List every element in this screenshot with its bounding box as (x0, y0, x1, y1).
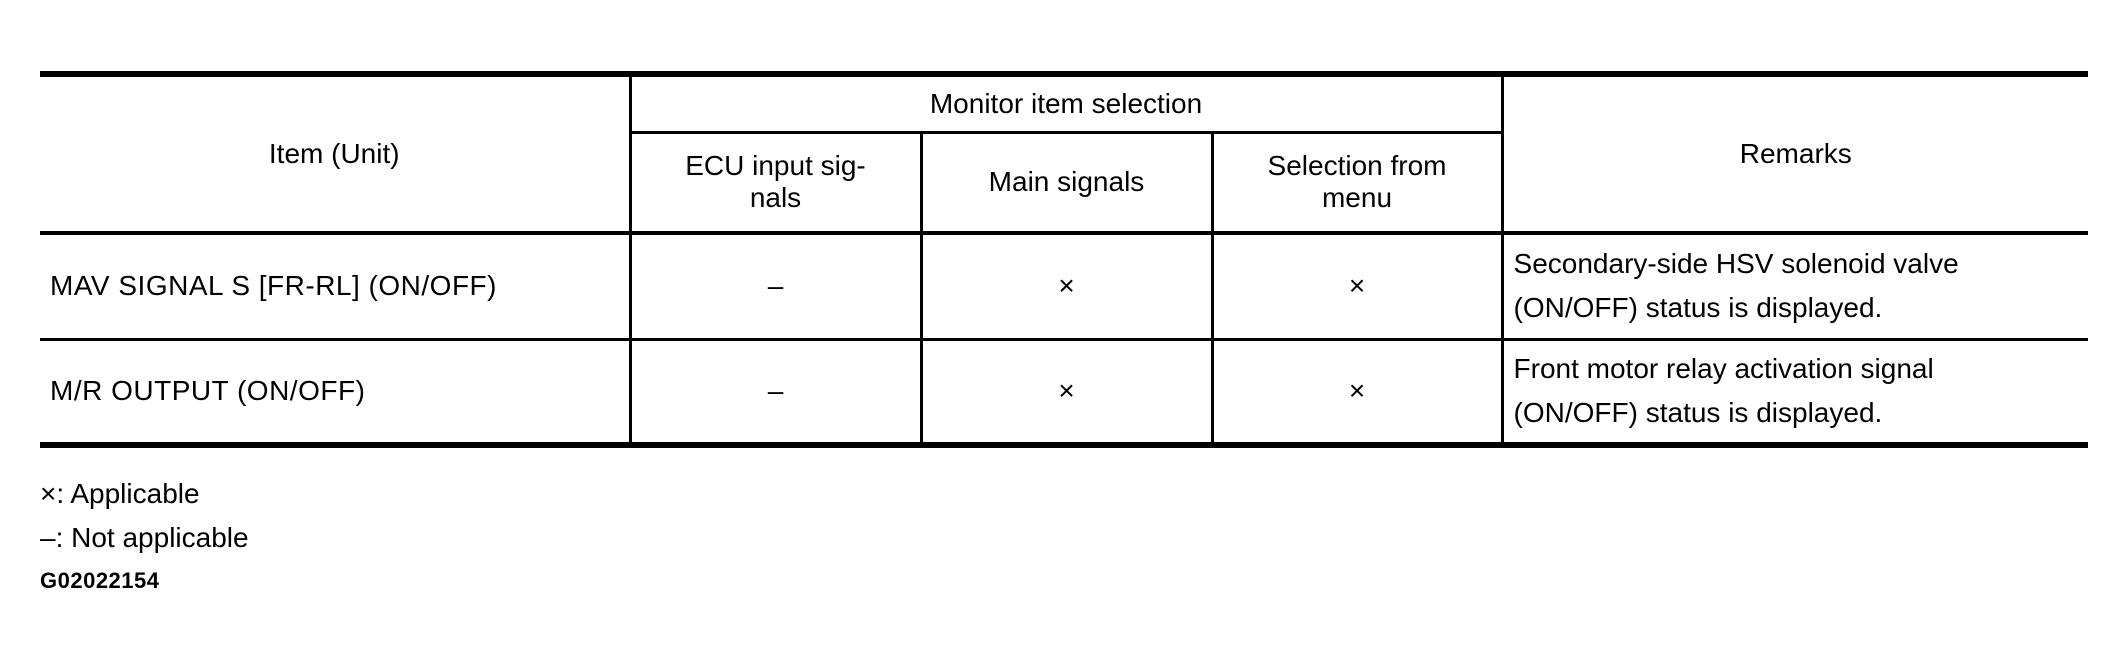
cell-selection-menu-mark: × (1210, 233, 1503, 341)
cell-item-name: MAV SIGNAL S [FR-RL] (ON/OFF) (40, 233, 630, 341)
cell-ecu-input-mark: – (628, 339, 921, 445)
cell-remarks: Secondary-side HSV solenoid valve (ON/OF… (1500, 233, 2089, 341)
cell-ecu-input-mark: – (628, 233, 921, 341)
col-header-selection-from-menu: Selection from menu (1210, 132, 1503, 235)
cell-selection-menu-mark: × (1210, 339, 1503, 445)
table-row: M/R OUTPUT (ON/OFF) – × × Front motor re… (40, 339, 2089, 445)
col-header-remarks: Remarks (1500, 74, 2089, 235)
cell-main-signals-mark: × (919, 339, 1212, 445)
table-row: MAV SIGNAL S [FR-RL] (ON/OFF) – × × Seco… (40, 233, 2089, 341)
monitor-item-table: Item (Unit) Monitor item selection Remar… (40, 71, 2089, 448)
figure-id: G02022154 (40, 568, 160, 593)
col-header-monitor-item-selection: Monitor item selection (628, 74, 1503, 134)
cell-main-signals-mark: × (919, 233, 1212, 341)
col-header-main-signals: Main signals (919, 132, 1212, 235)
header-row-top: Item (Unit) Monitor item selection Remar… (40, 74, 2089, 235)
cell-remarks: Front motor relay activation signal (ON/… (1500, 339, 2089, 445)
header-row-sub: ECU input sig- nals Main signals Selecti… (40, 132, 2088, 235)
cell-item-name: M/R OUTPUT (ON/OFF) (50, 375, 366, 407)
legend-applicable: ×: Applicable (40, 478, 200, 509)
col-header-ecu-input-signals: ECU input sig- nals (628, 132, 921, 235)
col-header-item-unit: Item (Unit) (40, 74, 630, 235)
table-legend: ×: Applicable –: Not applicable (40, 472, 249, 560)
legend-not-applicable: –: Not applicable (40, 522, 249, 553)
